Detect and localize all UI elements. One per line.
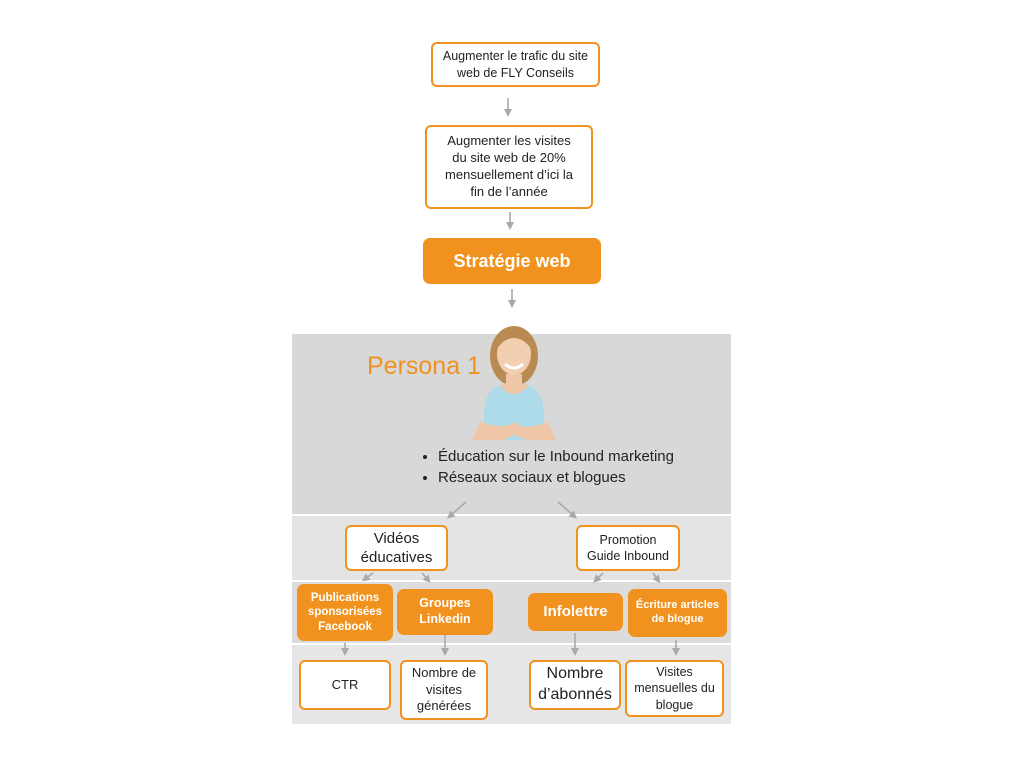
strategy-web-box: Stratégie web	[423, 238, 601, 284]
persona-bullet: Éducation sur le Inbound marketing	[438, 448, 720, 465]
metric-subscribers-box: Nombre d’abonnés	[529, 660, 621, 710]
tactic-videos-box: Vidéos éducatives	[345, 525, 448, 571]
persona-bullet-list: Éducation sur le Inbound marketing Résea…	[420, 448, 720, 490]
persona-photo	[472, 326, 556, 440]
arrow-promotion-to-infolettre	[593, 572, 604, 583]
goal-traffic-box: Augmenter le trafic du site web de FLY C…	[431, 42, 600, 87]
action-facebook-box: Publications sponsorisées Facebook	[297, 584, 393, 641]
persona-title: Persona 1	[367, 352, 481, 380]
arrow-promotion-to-blogue	[652, 572, 661, 584]
tactic-promotion-box: Promotion Guide Inbound	[576, 525, 680, 571]
arrow-persona-to-promotion	[557, 501, 578, 519]
metric-blog-visits-box: Visites mensuelles du blogue	[625, 660, 724, 717]
metric-ctr-box: CTR	[299, 660, 391, 710]
action-blogue-box: Écriture articles de blogue	[628, 589, 727, 637]
arrow-persona-to-videos	[446, 501, 467, 519]
persona-bullet: Réseaux sociaux et blogues	[438, 469, 720, 486]
arrow-videos-to-facebook	[361, 572, 374, 582]
arrow-videos-to-linkedin	[421, 572, 431, 584]
action-linkedin-box: Groupes Linkedin	[397, 589, 493, 635]
goal-visits-box: Augmenter les visites du site web de 20%…	[425, 125, 593, 209]
action-infolettre-box: Infolettre	[528, 593, 623, 631]
metric-generated-visits-box: Nombre de visites générées	[400, 660, 488, 720]
